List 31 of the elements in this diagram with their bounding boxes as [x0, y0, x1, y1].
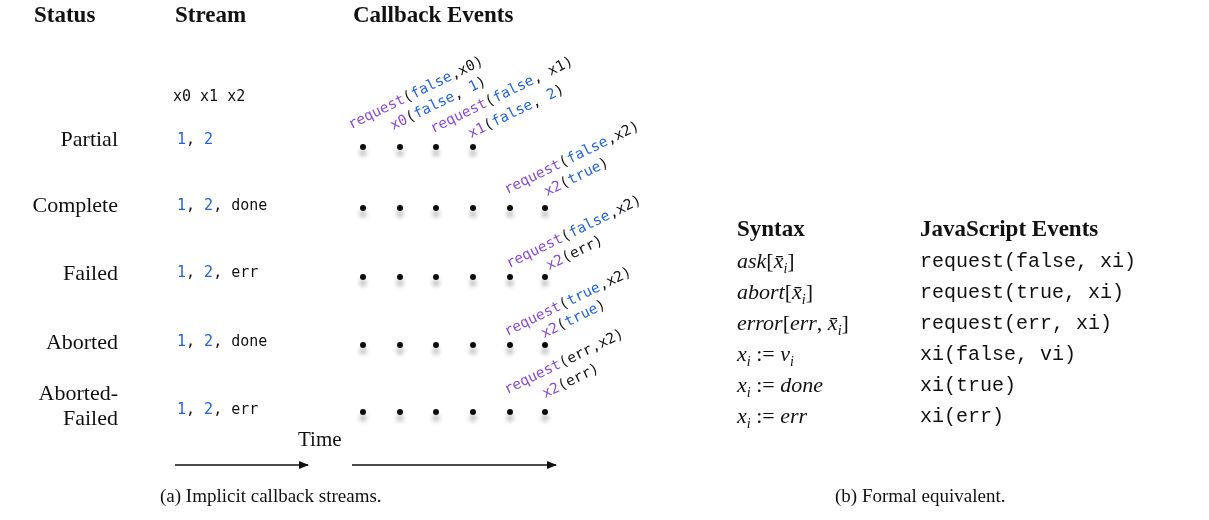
column-header: JavaScript Events: [920, 216, 1099, 243]
syntax-formula: error[err, x̄$_{i}$]: [737, 310, 849, 340]
javascript-event-code: request(err, xi): [920, 312, 1113, 335]
javascript-event-code: xi(true): [920, 374, 1016, 397]
status-label: Aborted: [44, 329, 118, 355]
stream-values: 1, 2, done: [177, 333, 268, 351]
stream-values: 1, 2, done: [177, 197, 268, 215]
status-label: Partial: [59, 126, 118, 152]
axis-label: Time: [298, 427, 342, 452]
column-header: Status: [34, 2, 96, 29]
javascript-event-code: request(true, xi): [920, 281, 1125, 304]
javascript-event-code: xi(false, vi): [920, 343, 1077, 366]
status-label: Failed: [62, 260, 118, 286]
syntax-formula: abort[x̄$_{i}$]: [737, 279, 813, 309]
javascript-event-code: request(false, xi): [920, 250, 1137, 273]
javascript-event-code: xi(err): [920, 405, 1004, 428]
status-label: Aborted-Failed: [37, 380, 118, 431]
stream-values: 1, 2, err: [177, 264, 259, 282]
status-label: Complete: [31, 192, 118, 218]
stream-values: 1, 2, err: [177, 401, 259, 419]
syntax-formula: ask[x̄$_{i}$]: [737, 248, 795, 278]
stream-variable-names: x0 x1 x2: [173, 88, 246, 106]
syntax-formula: x$_{i}$ := done: [737, 372, 823, 402]
column-header: Stream: [175, 2, 247, 29]
figure-caption: (a) Implicit callback streams.: [160, 485, 382, 507]
column-header: Syntax: [737, 216, 805, 243]
syntax-formula: x$_{i}$ := v$_{i}$: [737, 341, 794, 371]
stream-values: 1, 2: [177, 131, 214, 149]
syntax-formula: x$_{i}$ := err: [737, 403, 808, 433]
column-header: Callback Events: [353, 2, 514, 29]
figure-caption: (b) Formal equivalent.: [835, 485, 1006, 507]
